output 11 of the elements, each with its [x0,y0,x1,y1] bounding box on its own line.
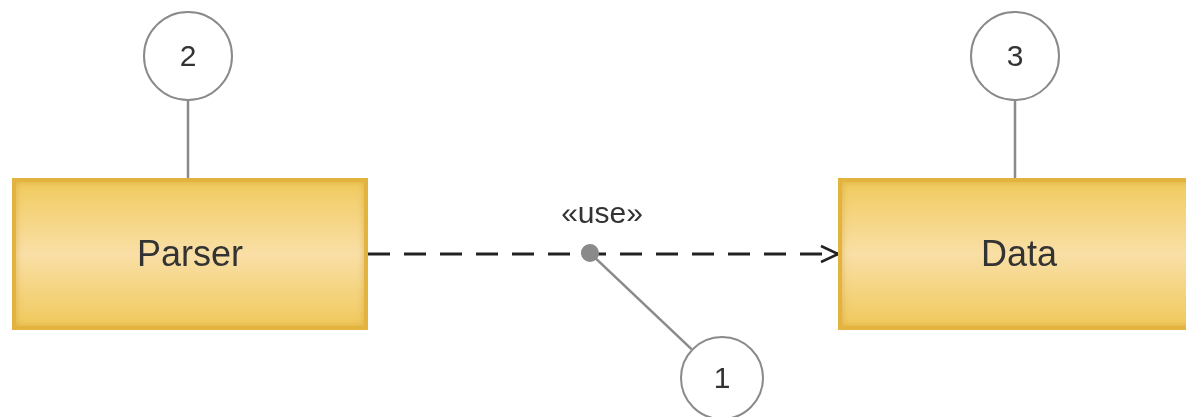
callout-number: 2 [179,39,197,73]
class-name: Data [980,233,1057,275]
leader-line [1013,101,1017,178]
dependency-arrow [368,244,840,264]
leader-line [581,244,693,351]
callout-number: 1 [713,361,731,395]
class-name: Parser [137,233,243,275]
callout-number: 3 [1006,39,1024,73]
leader-line [186,101,190,178]
class-box [12,178,368,330]
class-box [838,178,1186,330]
